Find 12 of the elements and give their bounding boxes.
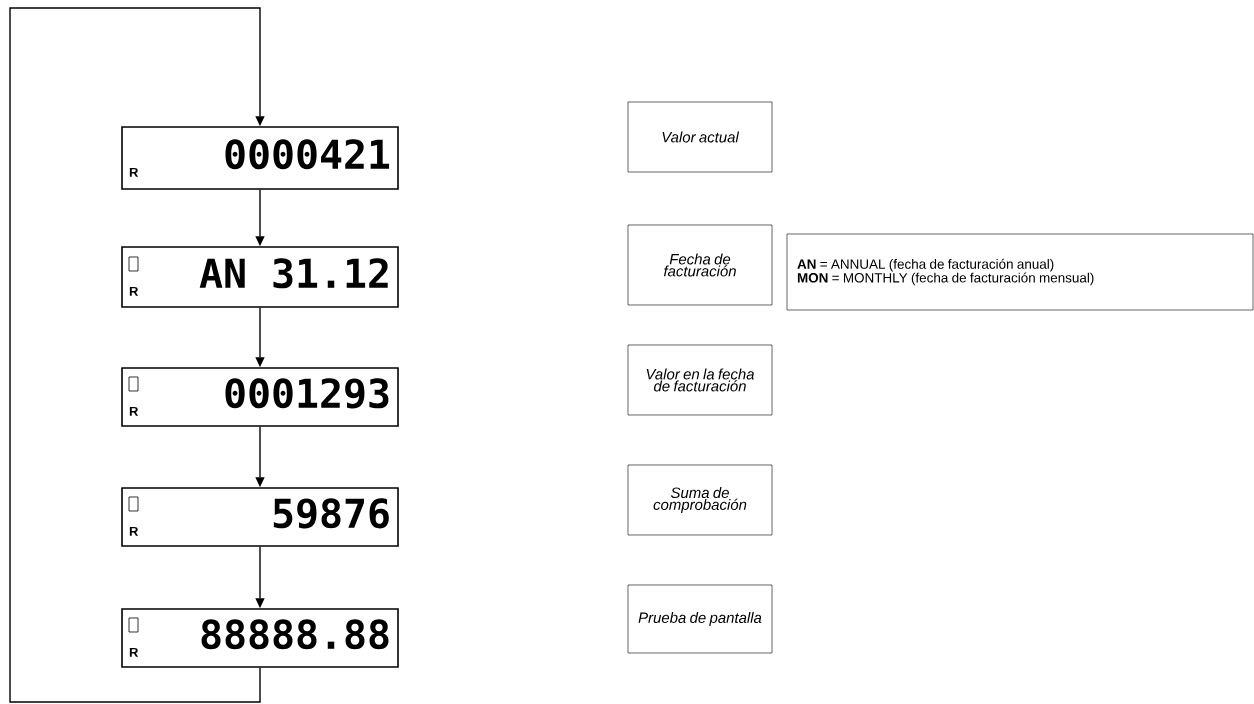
lcd-display: R 59876 bbox=[121, 487, 399, 547]
lcd-display: R 0001293 bbox=[121, 367, 399, 427]
note-box: AN = ANNUAL (fecha de facturación anual) MON = MONTHLY (fecha de facturación mensual) bbox=[786, 233, 1254, 311]
description-box: Suma de comprobación bbox=[627, 464, 773, 536]
lcd-display: R AN 31.12 bbox=[121, 246, 399, 308]
description-box: Valor en la fecha de facturación bbox=[627, 344, 773, 416]
arrow bbox=[9, 7, 265, 703]
lcd-display: R 88888.88 bbox=[121, 608, 399, 668]
description-box: Fecha de facturación bbox=[627, 224, 773, 306]
description-box: Valor actual bbox=[627, 101, 773, 173]
description-box: Prueba de pantalla bbox=[627, 584, 773, 654]
lcd-display: R 0000421 bbox=[121, 126, 399, 190]
